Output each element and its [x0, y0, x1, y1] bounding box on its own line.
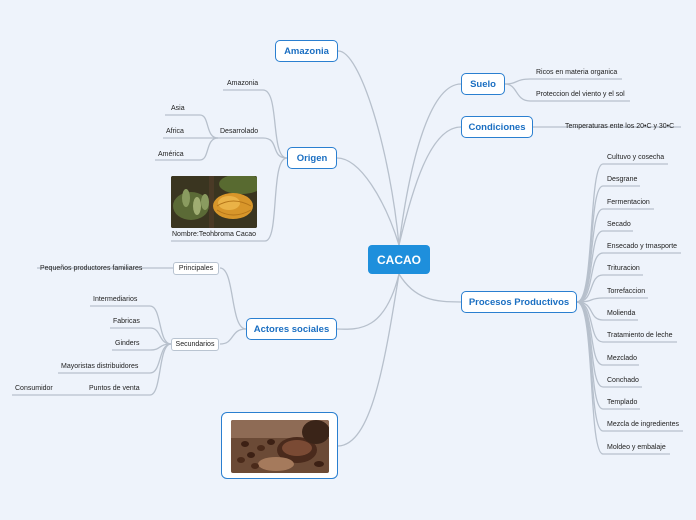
central-topic-cacao[interactable]: CACAO	[368, 245, 430, 274]
proceso-tratamiento-leche[interactable]: Tratamiento de leche	[607, 332, 673, 339]
cacao-beans-photo	[231, 420, 329, 473]
actor-intermediarios[interactable]: Intermediarios	[93, 296, 138, 303]
cacao-beans-illustration	[231, 420, 329, 473]
topic-image-cacao-beans[interactable]	[221, 412, 338, 479]
proceso-secado[interactable]: Secado	[607, 221, 631, 228]
cacao-pod-photo	[171, 176, 257, 228]
proceso-molienda[interactable]: Molienda	[607, 310, 636, 317]
proceso-desgrane[interactable]: Desgrane	[607, 176, 638, 183]
actor-puntos-de-venta[interactable]: Puntos de venta	[89, 385, 140, 392]
actor-mayoristas[interactable]: Mayoristas distribuidores	[61, 363, 139, 370]
proceso-conchado[interactable]: Conchado	[607, 377, 639, 384]
origen-desarrolado[interactable]: Desarrolado	[220, 128, 259, 135]
cacao-pod-illustration	[171, 176, 257, 228]
cacao-caption[interactable]: Nombre:Teohbroma Cacao	[172, 231, 257, 238]
region-africa[interactable]: Africa	[166, 128, 184, 135]
topic-procesos-productivos[interactable]: Procesos Productivos	[461, 291, 577, 313]
proceso-mezcla-ingredientes[interactable]: Mezcla de ingredientes	[607, 421, 679, 428]
proceso-fermentacion[interactable]: Fermentacion	[607, 199, 650, 206]
origen-amazonia[interactable]: Amazonia	[227, 80, 259, 87]
topic-suelo[interactable]: Suelo	[461, 73, 505, 95]
proceso-trituracion[interactable]: Trituracion	[607, 265, 640, 272]
proceso-torrefaccion[interactable]: Torrefaccion	[607, 288, 646, 295]
actor-fabricas[interactable]: Fabricas	[113, 318, 140, 325]
region-asia[interactable]: Asia	[171, 105, 185, 112]
actor-ginders[interactable]: Ginders	[115, 340, 140, 347]
proceso-cultivo-cosecha[interactable]: Cultuvo y cosecha	[607, 154, 665, 161]
actor-consumidor[interactable]: Consumidor	[15, 385, 53, 392]
topic-origen[interactable]: Origen	[287, 147, 337, 169]
actores-secundarios[interactable]: Secundarios	[171, 338, 219, 351]
condiciones-temperaturas[interactable]: Temperaturas ente los 20•C y 30•C	[565, 123, 675, 130]
proceso-templado[interactable]: Templado	[607, 399, 638, 406]
region-america[interactable]: América	[158, 151, 184, 158]
proceso-moldeo-embalaje[interactable]: Moldeo y embalaje	[607, 444, 666, 451]
suelo-ricos-materia-organica[interactable]: Ricos en materia organica	[536, 69, 618, 76]
topic-condiciones[interactable]: Condiciones	[461, 116, 533, 138]
topic-amazonia[interactable]: Amazonia	[275, 40, 338, 62]
proceso-ensecado-transporte[interactable]: Ensecado y trnasporte	[607, 243, 678, 250]
suelo-proteccion-viento-sol[interactable]: Proteccion del viento y el sol	[536, 91, 625, 98]
topic-actores-sociales[interactable]: Actores sociales	[246, 318, 337, 340]
actores-principales[interactable]: Principales	[173, 262, 219, 275]
proceso-mezclado[interactable]: Mezclado	[607, 355, 637, 362]
actor-pequenos-productores[interactable]: Pequeños productores familiares	[40, 265, 143, 272]
